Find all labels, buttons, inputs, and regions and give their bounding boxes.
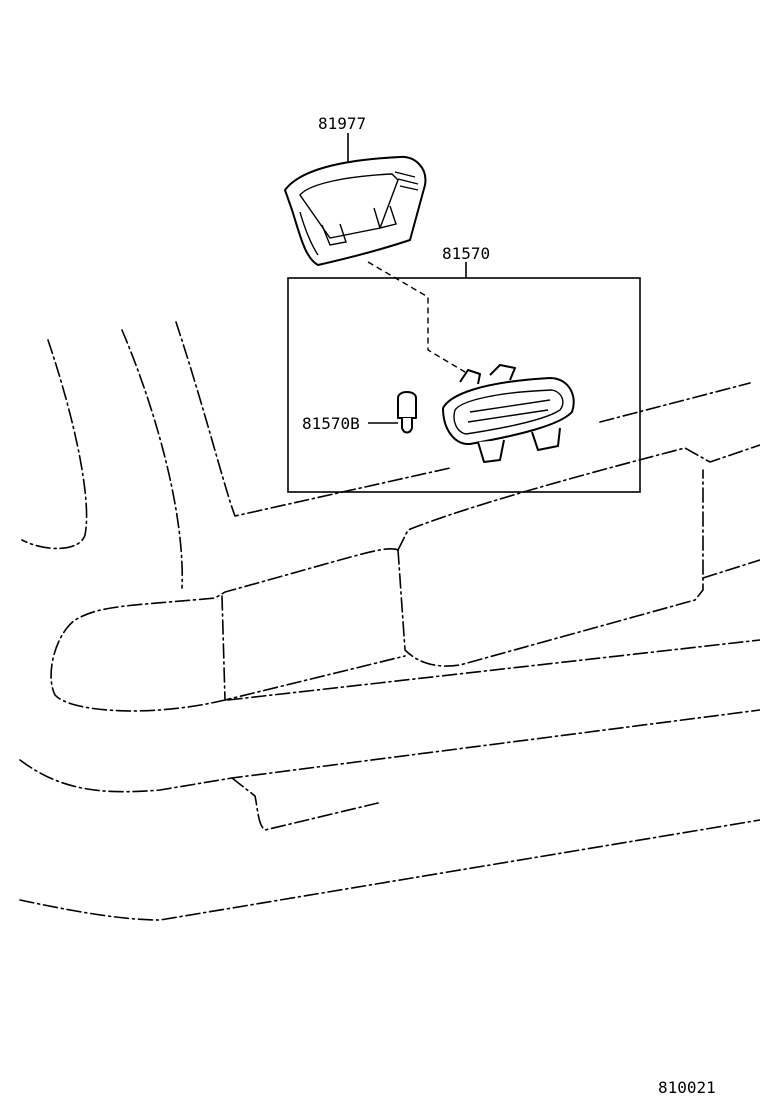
label-81570: 81570 [442,244,490,263]
label-81977: 81977 [318,114,366,133]
vehicle-body-outline [19,321,760,921]
assembly-box-81570 [287,277,641,493]
bulb-part-81570b [397,391,417,434]
cover-part-81977 [284,155,427,266]
figure-code: 810021 [658,1078,716,1097]
connector-dash-line [367,261,466,373]
label-81570b: 81570B [302,414,360,433]
stop-lamp [442,364,575,463]
